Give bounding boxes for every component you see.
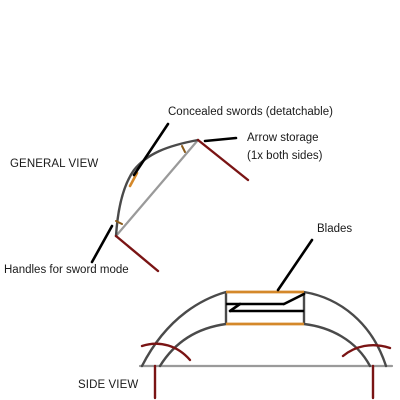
inner-arch bbox=[158, 322, 372, 368]
blade-inner-diagonal bbox=[282, 292, 306, 306]
label-arrow-storage-line2: (1x both sides) bbox=[247, 150, 323, 162]
outer-arch bbox=[140, 290, 388, 368]
side-handle-left-curve bbox=[140, 342, 192, 362]
handle-top bbox=[196, 138, 250, 182]
label-concealed-swords: Concealed swords (detatchable) bbox=[168, 106, 333, 118]
leader-arrow-storage bbox=[203, 136, 238, 143]
general-view-title: GENERAL VIEW bbox=[10, 158, 99, 170]
bow-string bbox=[114, 138, 200, 238]
concealed-sword-accent bbox=[128, 171, 139, 188]
general-view-leaders bbox=[90, 122, 238, 264]
side-view-drawing bbox=[138, 290, 394, 400]
general-view-drawing bbox=[114, 138, 250, 273]
limb-tick-top bbox=[181, 145, 186, 153]
side-handle-right-curve bbox=[341, 344, 392, 358]
leader-handles bbox=[90, 224, 114, 264]
bow-limb bbox=[114, 138, 200, 238]
label-arrow-storage-line1: Arrow storage bbox=[247, 132, 319, 144]
limb-tick-bottom bbox=[115, 220, 123, 225]
leader-concealed-swords bbox=[132, 122, 170, 177]
label-handles: Handles for sword mode bbox=[4, 264, 129, 276]
label-blades: Blades bbox=[317, 223, 353, 235]
handle-bottom bbox=[114, 234, 160, 273]
side-view-title: SIDE VIEW bbox=[78, 379, 139, 391]
leader-blades bbox=[276, 238, 314, 292]
blade-inner-diagonal-left bbox=[228, 302, 242, 313]
